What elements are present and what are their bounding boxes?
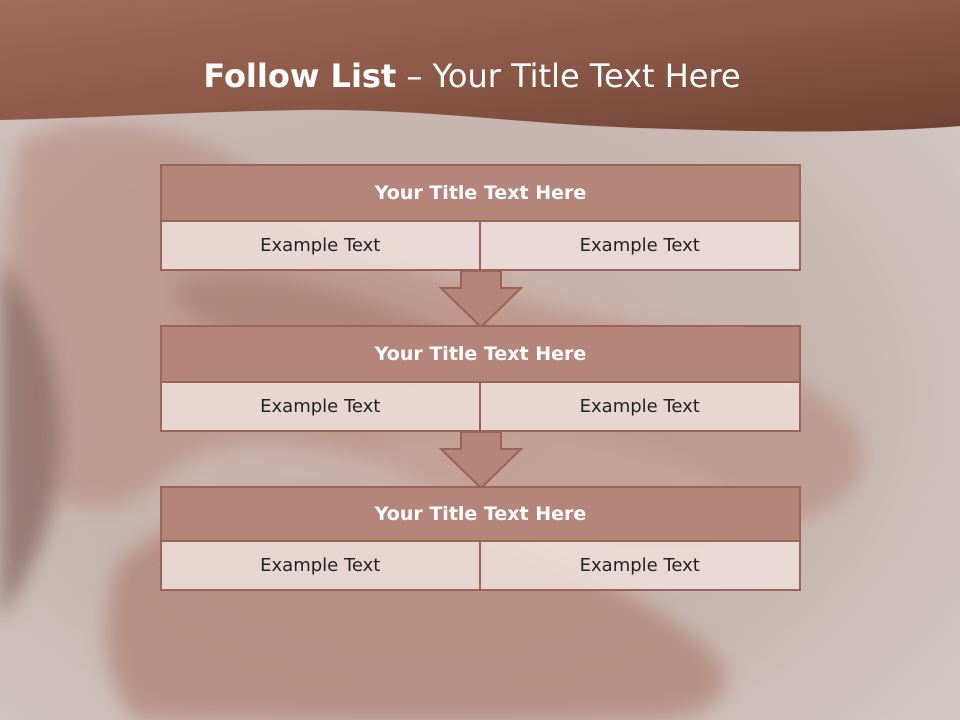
- block-row: Example Text Example Text: [160, 222, 801, 271]
- block-cell-right: Example Text: [480, 383, 801, 432]
- block-row: Example Text Example Text: [160, 383, 801, 432]
- follow-list-block-2: Your Title Text Here Example Text Exampl…: [160, 325, 801, 432]
- block-title: Your Title Text Here: [160, 325, 801, 383]
- block-cell-left: Example Text: [160, 542, 481, 591]
- down-arrow-icon: [439, 431, 523, 489]
- block-cell-right: Example Text: [480, 222, 801, 271]
- block-cell-left: Example Text: [160, 222, 481, 271]
- header-band: [0, 0, 960, 132]
- block-title: Your Title Text Here: [160, 164, 801, 222]
- down-arrow-icon: [439, 270, 523, 328]
- slide-title-separator: –: [396, 57, 433, 95]
- block-cell-right: Example Text: [480, 542, 801, 591]
- follow-list-block-3: Your Title Text Here Example Text Exampl…: [160, 486, 801, 591]
- slide-title-bold: Follow List: [203, 57, 397, 95]
- follow-list-block-1: Your Title Text Here Example Text Exampl…: [160, 164, 801, 271]
- slide-title-rest: Your Title Text Here: [432, 57, 741, 95]
- block-row: Example Text Example Text: [160, 542, 801, 591]
- slide-title: Follow List – Your Title Text Here: [0, 52, 944, 100]
- block-title: Your Title Text Here: [160, 486, 801, 542]
- block-cell-left: Example Text: [160, 383, 481, 432]
